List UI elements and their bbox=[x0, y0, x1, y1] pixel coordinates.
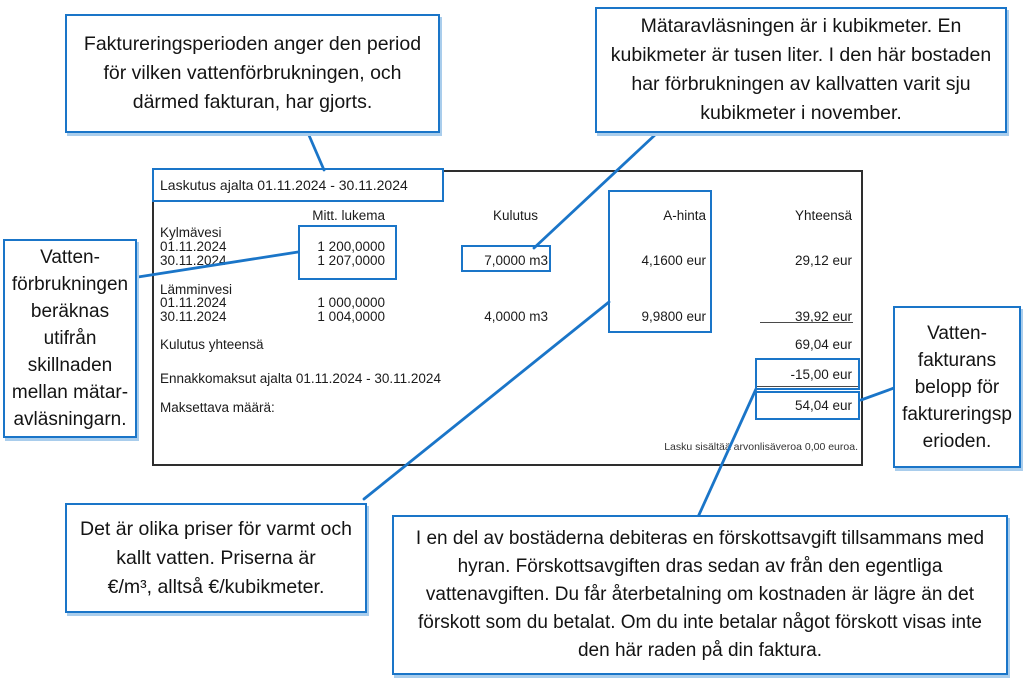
cold-water-reading-2: 1 207,0000 bbox=[317, 253, 385, 268]
connector-invoice-amount bbox=[859, 386, 896, 402]
hot-water-reading-2: 1 004,0000 bbox=[317, 309, 385, 324]
callout-water-prices: Det är olika priser för varmt och kallt … bbox=[65, 503, 367, 613]
hot-water-date-2: 30.11.2024 bbox=[160, 309, 227, 324]
advance-payments-label: Ennakkomaksut ajalta 01.11.2024 - 30.11.… bbox=[160, 371, 441, 386]
subtotal-rule bbox=[760, 322, 853, 323]
connector-billing-period bbox=[306, 131, 326, 172]
hot-water-label: Lämminvesi bbox=[160, 282, 233, 297]
column-header-unit-price: A-hinta bbox=[663, 208, 706, 223]
cold-water-date-1: 01.11.2024 bbox=[160, 239, 227, 254]
cold-water-consumption: 7,0000 m3 bbox=[484, 253, 548, 268]
highlight-payable-amount bbox=[755, 391, 860, 420]
column-header-reading: Mitt. lukema bbox=[312, 208, 385, 223]
vat-note: Lasku sisältää arvonlisäveroa 0,00 euroa… bbox=[664, 441, 858, 453]
highlight-advance-payment bbox=[755, 358, 860, 390]
payable-amount-label: Maksettava määrä: bbox=[160, 400, 275, 415]
callout-invoice-amount: Vatten- fakturans belopp för fakturering… bbox=[893, 306, 1021, 468]
cold-water-date-2: 30.11.2024 bbox=[160, 253, 227, 268]
consumption-total-value: 69,04 eur bbox=[794, 337, 852, 352]
hot-water-total: 39,92 eur bbox=[794, 309, 852, 324]
highlight-unit-price-column bbox=[608, 190, 712, 333]
payable-amount-value: 54,04 eur bbox=[794, 398, 852, 413]
cold-water-total: 29,12 eur bbox=[794, 253, 852, 268]
hot-water-date-1: 01.11.2024 bbox=[160, 295, 227, 310]
hot-water-unit-price: 9,9800 eur bbox=[641, 309, 706, 324]
callout-advance-payment: I en del av bostäderna debiteras en förs… bbox=[392, 515, 1008, 675]
highlight-billing-period bbox=[152, 168, 444, 202]
column-header-total: Yhteensä bbox=[794, 208, 852, 223]
highlight-consumption bbox=[461, 245, 551, 272]
hot-water-consumption: 4,0000 m3 bbox=[484, 309, 548, 324]
hot-water-reading-1: 1 000,0000 bbox=[317, 295, 385, 310]
callout-billing-period: Faktureringsperioden anger den period fö… bbox=[65, 14, 440, 133]
cold-water-label: Kylmävesi bbox=[160, 225, 222, 240]
cold-water-unit-price: 4,1600 eur bbox=[641, 253, 706, 268]
highlight-meter-readings bbox=[298, 225, 397, 280]
total-rule bbox=[757, 386, 858, 387]
callout-consumption-calculation: Vatten- förbrukningen beräknas utifrån s… bbox=[3, 239, 137, 438]
cold-water-reading-1: 1 200,0000 bbox=[317, 239, 385, 254]
advance-payments-value: -15,00 eur bbox=[790, 367, 852, 382]
callout-meter-reading: Mätaravläsningen är i kubikmeter. En kub… bbox=[595, 7, 1007, 133]
invoice-period-title: Laskutus ajalta 01.11.2024 - 30.11.2024 bbox=[160, 177, 408, 193]
consumption-total-label: Kulutus yhteensä bbox=[160, 337, 264, 352]
column-header-consumption: Kulutus bbox=[492, 208, 538, 223]
